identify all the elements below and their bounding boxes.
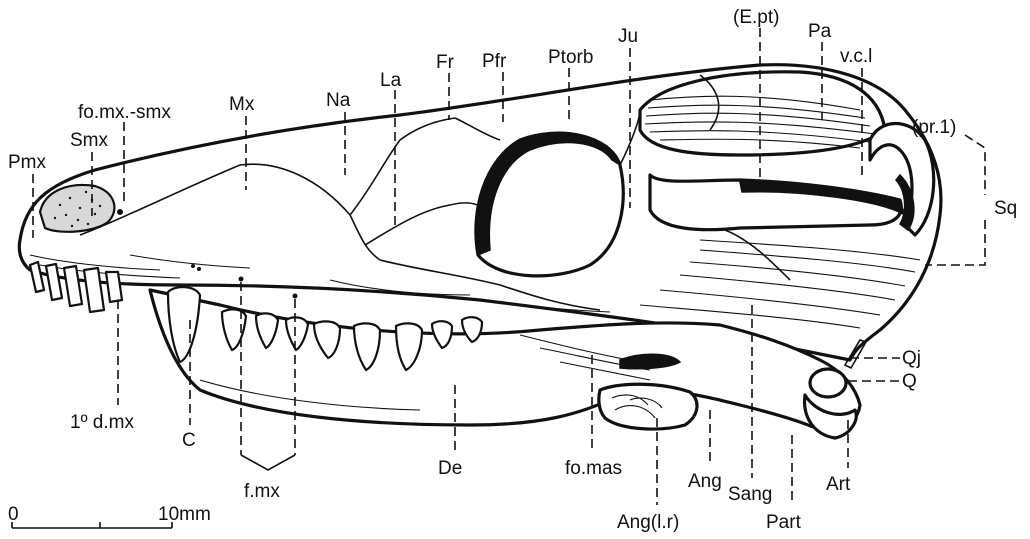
scale-bar-end: 10mm — [158, 504, 211, 525]
label-ptorb: Ptorb — [548, 47, 593, 68]
label-de: De — [438, 458, 462, 479]
label-ju: Ju — [618, 26, 638, 47]
label-ang: Ang — [688, 471, 722, 492]
label-part: Part — [766, 512, 802, 533]
quadrate-condyle — [810, 369, 846, 397]
label-sang: Sang — [728, 484, 772, 505]
label-la: La — [380, 70, 402, 91]
small-foramen-b — [197, 267, 201, 271]
label-ept: (E.pt) — [733, 7, 779, 28]
label-pmx: Pmx — [8, 152, 47, 173]
smx-foramen — [117, 209, 123, 215]
label-q: Q — [902, 371, 917, 392]
label-fr: Fr — [436, 52, 455, 73]
small-foramen-a — [191, 264, 195, 268]
label-art: Art — [826, 474, 851, 495]
label-first-dmx: 1º d.mx — [70, 412, 134, 433]
label-smx: Smx — [70, 130, 109, 151]
mx-foramen-2 — [293, 294, 298, 299]
label-sq: Sq — [994, 198, 1017, 219]
label-c: C — [182, 430, 196, 451]
label-ang-lr: Ang(l.r) — [617, 512, 679, 533]
scale-bar-start: 0 — [8, 504, 19, 525]
mx-foramen-1 — [239, 277, 244, 282]
label-na: Na — [326, 90, 351, 111]
label-fo-mx-smx: fo.mx.-smx — [78, 102, 171, 123]
label-pr1: (pr.1) — [912, 117, 956, 138]
label-fmx: f.mx — [244, 481, 280, 502]
label-fo-mas: fo.mas — [565, 458, 622, 479]
label-pfr: Pfr — [482, 51, 507, 72]
angular-reflected-lamina — [599, 384, 697, 429]
label-vcl: v.c.l — [840, 46, 872, 67]
label-qj: Qj — [902, 348, 921, 369]
label-mx: Mx — [229, 94, 255, 115]
label-pa: Pa — [808, 21, 832, 42]
scale-bar: 0 10mm — [8, 504, 211, 528]
